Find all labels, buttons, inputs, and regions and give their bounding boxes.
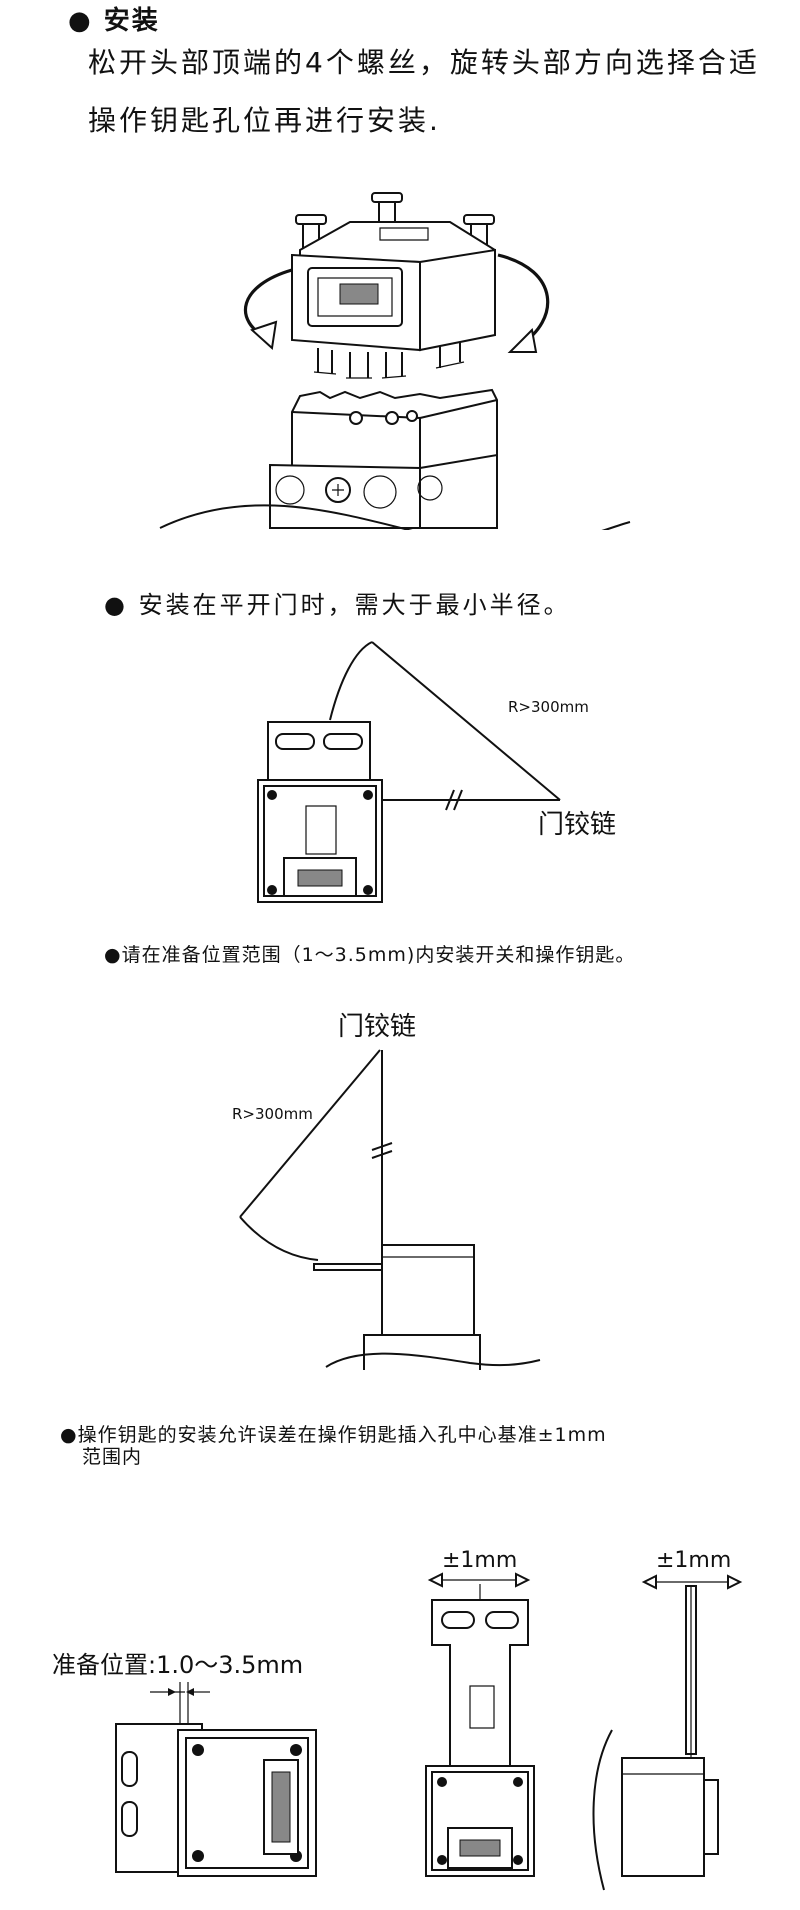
radius-label-1: R>300mm bbox=[508, 698, 589, 716]
flat-door-note: ● 安装在平开门时，需大于最小半径。 bbox=[104, 591, 571, 619]
tol-side-label: ±1mm bbox=[656, 1548, 731, 1573]
tolerance-note-line1: ●操作钥匙的安装允许误差在操作钥匙插入孔中心基准±1mm bbox=[60, 1424, 607, 1446]
tol-front-label: ±1mm bbox=[442, 1548, 517, 1573]
double-arrow-icon bbox=[427, 1572, 531, 1588]
section-title: ● 安装 bbox=[68, 6, 160, 36]
radius-label-2: R>300mm bbox=[232, 1105, 313, 1123]
hinge-label-2: 门铰链 bbox=[338, 1012, 416, 1042]
install-paragraph-line1: 松开头部顶端的4个螺丝，旋转头部方向选择合适 bbox=[88, 46, 760, 79]
break-mark-icon bbox=[371, 1142, 393, 1159]
flat-door-diagram: R>300mm 门铰链 bbox=[257, 641, 616, 903]
ready-position-label: 准备位置:1.0～3.5mm bbox=[52, 1651, 303, 1679]
tolerance-note-line2: 范围内 bbox=[82, 1446, 143, 1468]
install-paragraph-line2: 操作钥匙孔位再进行安装. bbox=[88, 104, 441, 137]
break-mark-icon bbox=[445, 789, 463, 811]
hinge-label-1: 门铰链 bbox=[538, 810, 616, 840]
range-note: ●请在准备位置范围（1～3.5mm)内安装开关和操作钥匙。 bbox=[104, 944, 636, 966]
head-rotation-diagram bbox=[0, 192, 800, 560]
hinge-side-diagram: 门铰链 R>300mm bbox=[0, 1012, 800, 1375]
double-arrow-icon bbox=[641, 1574, 743, 1590]
tolerance-diagram: 准备位置:1.0～3.5mm ±1mm ±1mm bbox=[52, 1548, 743, 1891]
rotation-arrow-icon bbox=[243, 253, 550, 353]
